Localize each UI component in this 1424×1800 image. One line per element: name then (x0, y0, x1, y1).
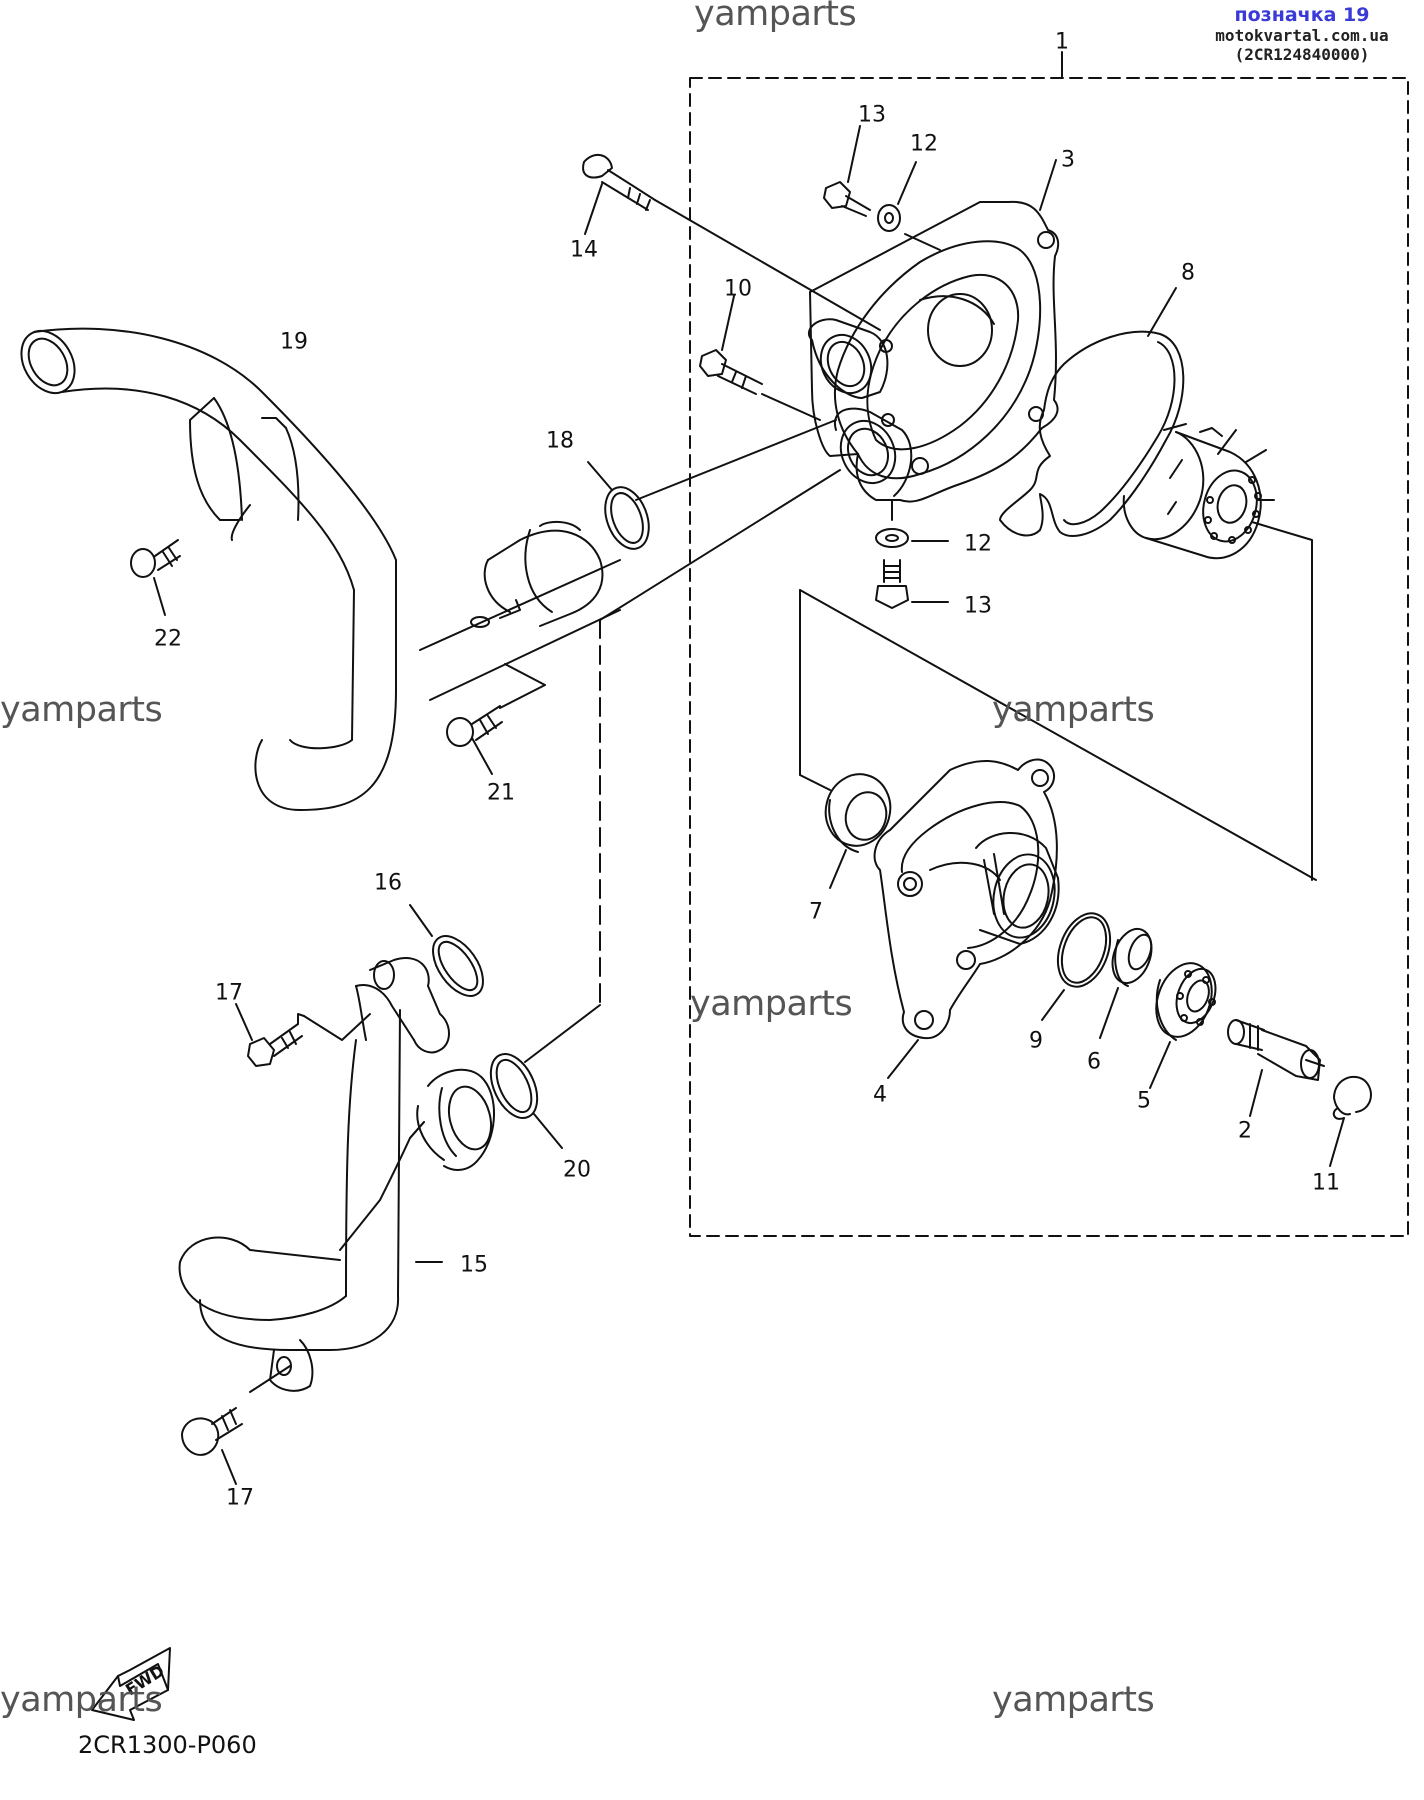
watermark: yamparts (690, 984, 853, 1024)
bolt-13-bottom (876, 560, 908, 608)
callout-1: 1 (1055, 29, 1069, 55)
bolt-14 (583, 155, 655, 210)
bolt-17-bottom (182, 1408, 242, 1455)
callout-10: 10 (724, 276, 752, 302)
bolt-17-top (248, 1024, 302, 1066)
callout-18: 18 (546, 428, 574, 454)
callout-11: 11 (1312, 1170, 1340, 1196)
watermark: yamparts (0, 1680, 163, 1720)
callout-16: 16 (374, 870, 402, 896)
diagram-code: 2CR1300-P060 (78, 1731, 257, 1759)
callout-7: 7 (809, 899, 823, 925)
oil-seal-6 (1106, 924, 1159, 989)
part-source: motokvartal.com.ua (2CR124840000) (1215, 26, 1389, 64)
callout-17: 17 (215, 980, 243, 1006)
part-reference-header: позначка 19 motokvartal.com.ua (2CR12484… (1180, 4, 1424, 64)
callout-17: 17 (226, 1485, 254, 1511)
o-ring-9 (1048, 906, 1119, 994)
watermark: yamparts (0, 690, 163, 730)
washer-12-top (878, 205, 900, 231)
callout-13: 13 (964, 593, 992, 619)
upper-hose-19 (11, 321, 620, 810)
callout-19: 19 (280, 329, 308, 355)
bolt-22 (131, 540, 180, 577)
callout-20: 20 (563, 1157, 591, 1183)
bolt-10 (700, 350, 762, 394)
gasket-8 (1000, 332, 1183, 536)
callout-6: 6 (1087, 1049, 1101, 1075)
impeller (1124, 424, 1274, 558)
fwd-arrow-icon (92, 1648, 170, 1720)
callout-5: 5 (1137, 1088, 1151, 1114)
callout-2: 2 (1238, 1118, 1252, 1144)
bolt-13-top (824, 182, 870, 216)
watermark: yamparts (992, 1680, 1155, 1720)
o-ring-20 (482, 1047, 547, 1126)
watermark: yamparts (694, 0, 857, 34)
shaft-2 (1228, 1020, 1324, 1080)
circlip-11 (1334, 1077, 1371, 1119)
bearing-5 (1147, 955, 1223, 1044)
callout-15: 15 (460, 1252, 488, 1278)
callout-12: 12 (964, 531, 992, 557)
callout-8: 8 (1181, 260, 1195, 286)
seal-7 (818, 767, 898, 853)
callout-4: 4 (873, 1082, 887, 1108)
callout-13: 13 (858, 102, 886, 128)
callout-21: 21 (487, 780, 515, 806)
o-ring-18 (597, 481, 656, 555)
watermark: yamparts (992, 690, 1155, 730)
pump-cover-3 (809, 202, 1058, 502)
pump-assembly-boundary (690, 78, 1408, 1236)
callout-22: 22 (154, 626, 182, 652)
callout-12: 12 (910, 131, 938, 157)
washer-12-bottom (876, 529, 908, 547)
callout-3: 3 (1061, 147, 1075, 173)
pump-housing-4 (875, 760, 1063, 1039)
lower-hose-15 (180, 958, 498, 1392)
callout-9: 9 (1029, 1028, 1043, 1054)
part-label: позначка 19 (1234, 4, 1370, 26)
bolt-21 (447, 706, 502, 746)
callout-14: 14 (570, 237, 598, 263)
o-ring-16 (423, 927, 493, 1004)
